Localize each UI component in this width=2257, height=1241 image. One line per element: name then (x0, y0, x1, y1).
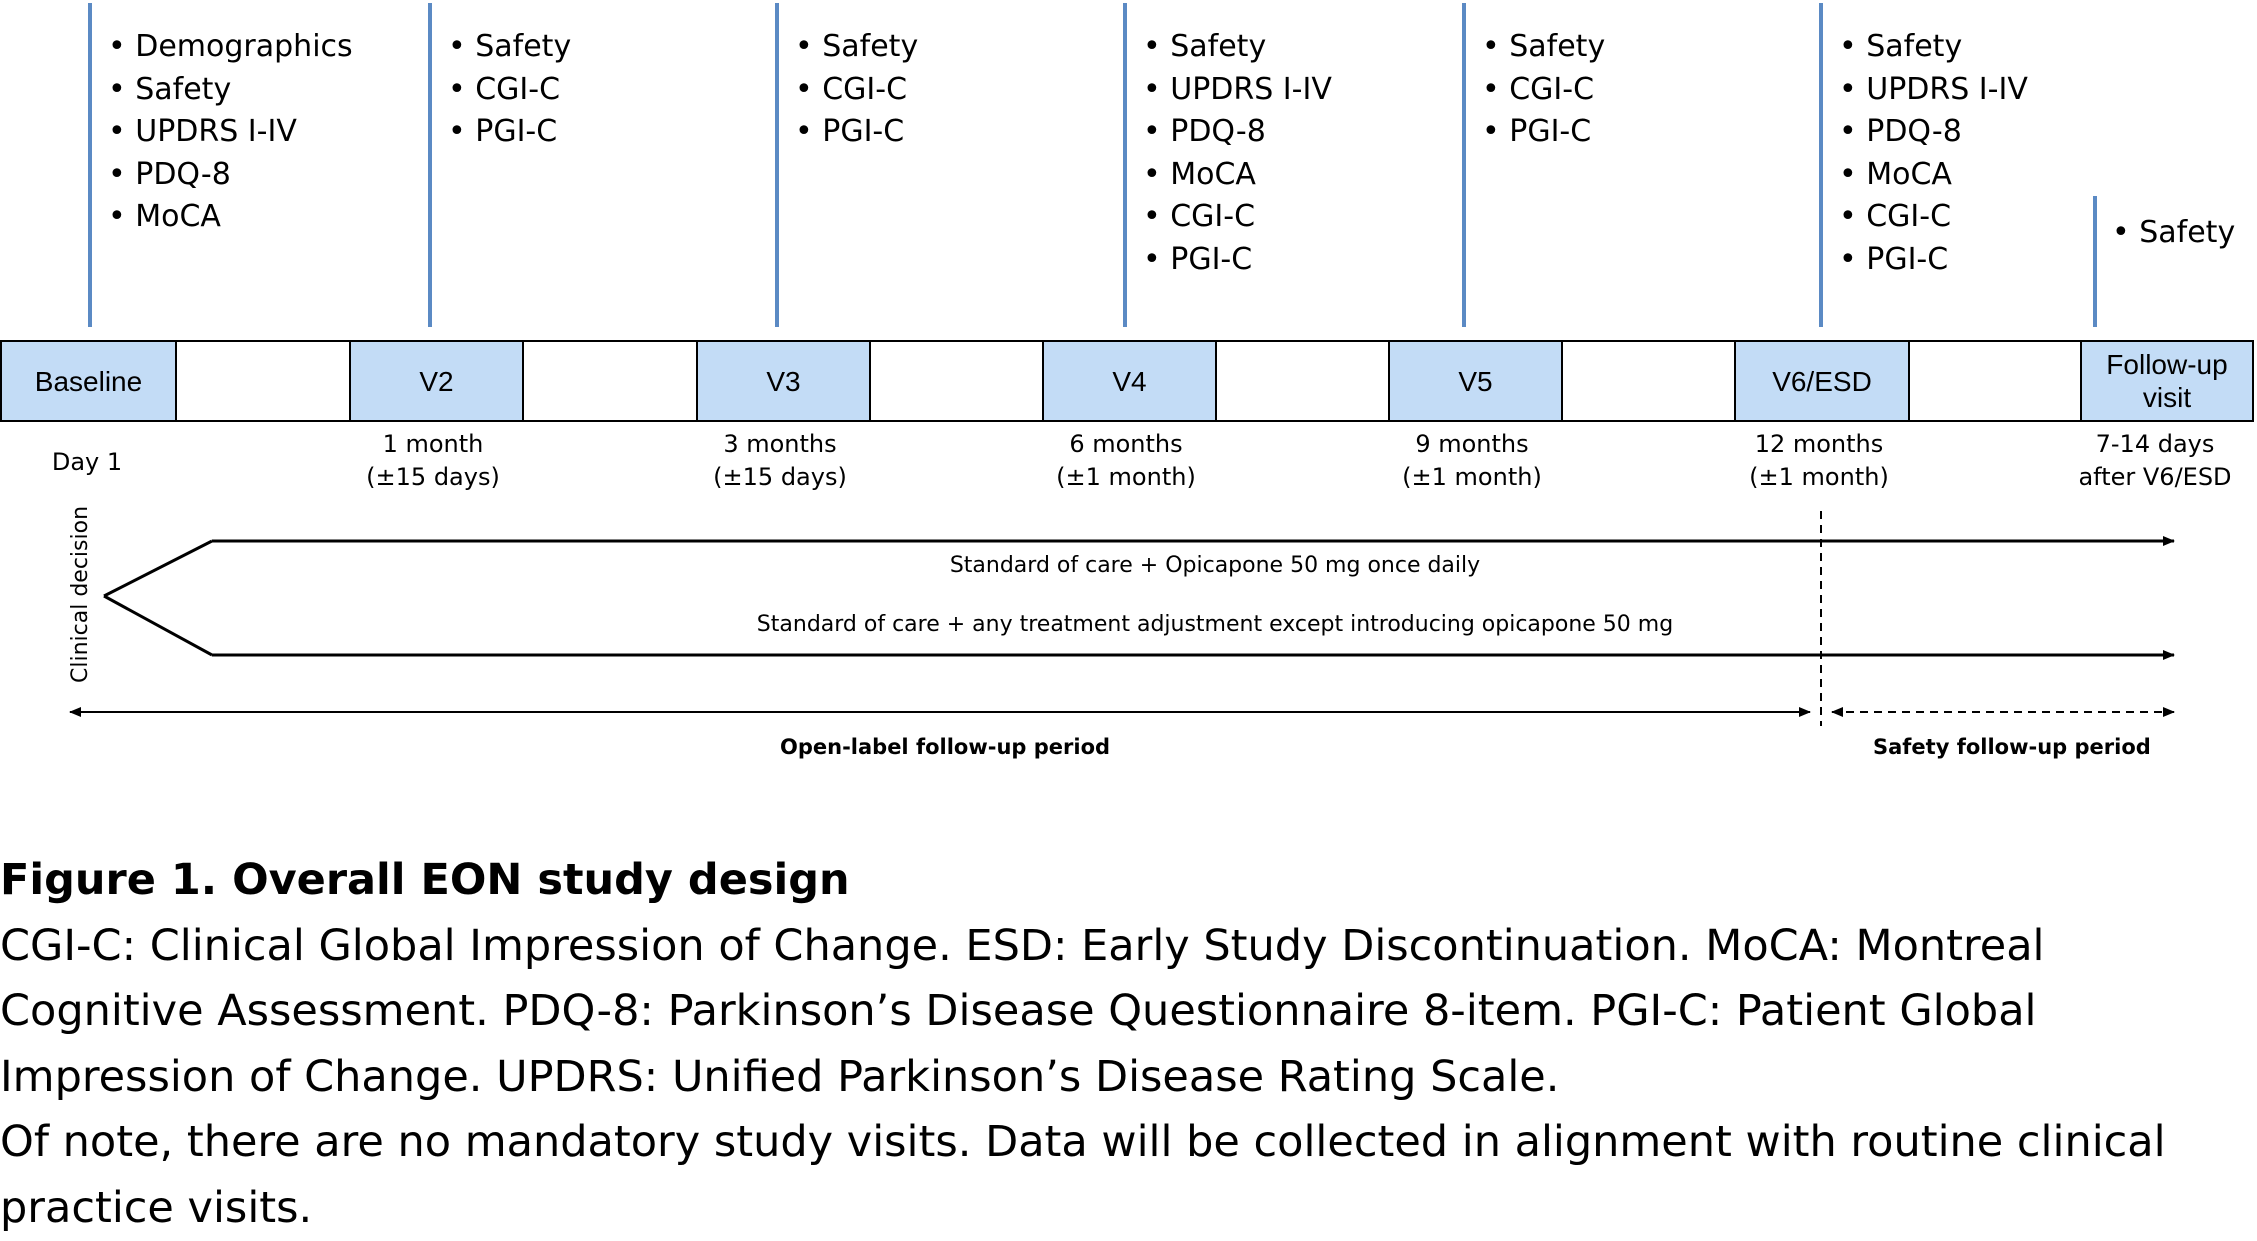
assessment-item: Safety (1839, 26, 2028, 69)
visit-label: V5 (1458, 365, 1493, 397)
assessment-item: PGI-C (1839, 239, 2028, 282)
visit-label: V4 (1112, 365, 1147, 397)
visit-box-followup: Follow-up visit (2080, 342, 2252, 420)
timing-text: (±1 month) (1402, 463, 1542, 491)
assessment-item: MoCA (1143, 154, 1332, 197)
timing-label-v4: 6 months (±1 month) (1016, 428, 1236, 494)
clinical-decision-label: Clinical decision (68, 505, 93, 683)
timeline-gap (522, 342, 696, 420)
timing-text: 3 months (723, 430, 837, 458)
timing-text: (±15 days) (366, 463, 500, 491)
timing-text: (±15 days) (713, 463, 847, 491)
assessment-item: PGI-C (448, 111, 571, 154)
timing-text: 6 months (1069, 430, 1183, 458)
assessment-item: CGI-C (795, 69, 918, 112)
visit-box-v4: V4 (1042, 342, 1215, 420)
caption-abbreviations: CGI-C: Clinical Global Impression of Cha… (0, 920, 2045, 1102)
timing-text: 12 months (1754, 430, 1884, 458)
visit-box-v5: V5 (1388, 342, 1561, 420)
visit-box-baseline: Baseline (2, 342, 175, 420)
timing-text: 7-14 days (2095, 430, 2215, 458)
safety-period-label: Safety follow-up period (1873, 735, 2151, 759)
marker-line-followup (2093, 196, 2097, 327)
timeline-gap (1561, 342, 1734, 420)
marker-line-v6 (1819, 3, 1823, 327)
assessment-item: PGI-C (1482, 111, 1605, 154)
timing-label-followup: 7-14 days after V6/ESD (2055, 428, 2255, 494)
open-label-period-label: Open-label follow-up period (780, 735, 1111, 759)
visit-timeline: Baseline V2 V3 V4 V5 V6/ESD Follow-up vi… (0, 340, 2254, 422)
caption-title: Figure 1. Overall EON study design (0, 855, 850, 905)
arm2-label: Standard of care + any treatment adjustm… (756, 612, 1674, 637)
visit-box-v2: V2 (349, 342, 522, 420)
assessment-item: CGI-C (1143, 196, 1332, 239)
assessment-item: PDQ-8 (1143, 111, 1332, 154)
assessment-item: UPDRS I-IV (1839, 69, 2028, 112)
visit-label: V2 (419, 365, 454, 397)
assessment-item: UPDRS I-IV (108, 111, 353, 154)
assessment-item: Safety (2112, 212, 2235, 255)
timing-text: (±1 month) (1749, 463, 1889, 491)
assessment-item: PDQ-8 (1839, 111, 2028, 154)
visit-label: Baseline (34, 365, 143, 397)
assessment-list-baseline: Demographics Safety UPDRS I-IV PDQ-8 MoC… (108, 26, 353, 239)
marker-line-v3 (775, 3, 779, 327)
assessment-item: PGI-C (1143, 239, 1332, 282)
timeline-gap (175, 342, 349, 420)
timing-text: (±1 month) (1056, 463, 1196, 491)
assessment-list-v2: Safety CGI-C PGI-C (448, 26, 571, 154)
timing-label-v2: 1 month (±15 days) (323, 428, 543, 494)
timing-text: 9 months (1415, 430, 1529, 458)
assessment-item: CGI-C (448, 69, 571, 112)
assessment-list-v3: Safety CGI-C PGI-C (795, 26, 918, 154)
branch-line-upper (103, 539, 213, 598)
assessment-item: PDQ-8 (108, 154, 353, 197)
timing-label-v3: 3 months (±15 days) (670, 428, 890, 494)
timing-label-baseline: Day 1 (0, 446, 197, 479)
assessment-item: Demographics (108, 26, 352, 69)
treatment-arms-diagram (69, 511, 2175, 726)
arm1-label: Standard of care + Opicapone 50 mg once … (949, 553, 1481, 578)
visit-label: visit (2142, 382, 2192, 413)
assessment-list-v6: Safety UPDRS I-IV PDQ-8 MoCA CGI-C PGI-C (1839, 26, 2028, 281)
caption-note: Of note, there are no mandatory study vi… (0, 1117, 2166, 1233)
assessment-item: Safety (1143, 26, 1332, 69)
visit-box-v6: V6/ESD (1734, 342, 1908, 420)
assessment-item: MoCA (108, 196, 353, 239)
branch-line-lower (103, 594, 213, 657)
visit-label: Follow-up (2106, 349, 2228, 380)
visit-label: V6/ESD (1772, 365, 1872, 397)
assessment-item: CGI-C (1839, 196, 2028, 239)
assessment-item: Safety (1482, 26, 1605, 69)
timing-label-v6: 12 months (±1 month) (1709, 428, 1929, 494)
assessment-item: PGI-C (795, 111, 918, 154)
visit-box-v3: V3 (696, 342, 869, 420)
timeline-gap (869, 342, 1042, 420)
timeline-gap (1908, 342, 2080, 420)
marker-line-v4 (1123, 3, 1127, 327)
assessment-item: Safety (108, 69, 353, 112)
assessment-item: UPDRS I-IV (1143, 69, 1332, 112)
timeline-gap (1215, 342, 1388, 420)
figure-caption: Figure 1. Overall EON study design CGI-C… (0, 848, 2240, 1241)
timing-label-v5: 9 months (±1 month) (1362, 428, 1582, 494)
marker-line-v2 (428, 3, 432, 327)
assessment-item: Safety (795, 26, 918, 69)
assessment-list-followup: Safety (2112, 212, 2235, 255)
marker-line-baseline (88, 3, 92, 327)
visit-label: V3 (766, 365, 801, 397)
timing-text: after V6/ESD (2078, 463, 2232, 491)
assessment-list-v5: Safety CGI-C PGI-C (1482, 26, 1605, 154)
assessment-item: CGI-C (1482, 69, 1605, 112)
timing-text: 1 month (382, 430, 484, 458)
assessment-item: MoCA (1839, 154, 2028, 197)
assessment-item: Safety (448, 26, 571, 69)
marker-line-v5 (1462, 3, 1466, 327)
timing-text: Day 1 (51, 448, 123, 476)
assessment-list-v4: Safety UPDRS I-IV PDQ-8 MoCA CGI-C PGI-C (1143, 26, 1332, 281)
